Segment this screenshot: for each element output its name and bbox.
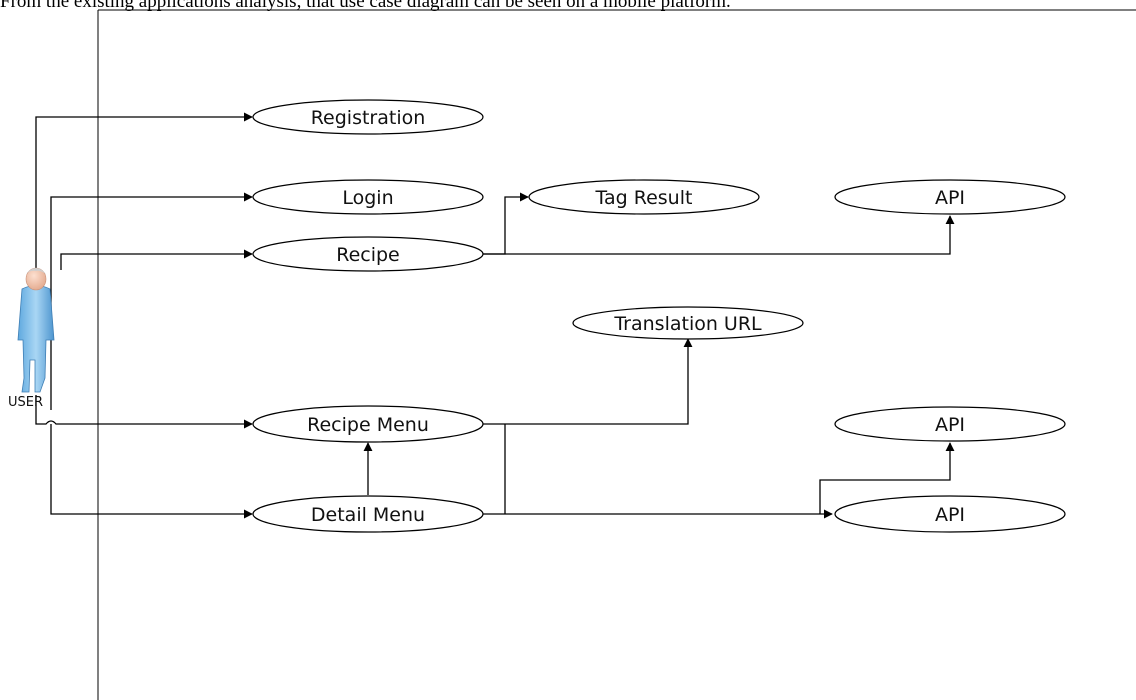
edge-recipe-api-top	[480, 215, 955, 255]
edge-user-login	[50, 192, 253, 410]
edge-user-recipe-menu	[35, 395, 253, 429]
edge-recipe-menu-translation	[480, 338, 693, 425]
use-case-label: Recipe Menu	[307, 414, 429, 436]
use-case-detail-menu: Detail Menu	[252, 495, 484, 533]
actor-label: USER	[8, 395, 43, 410]
use-case-login: Login	[252, 179, 484, 215]
use-case-label: API	[935, 414, 965, 436]
use-case-recipe-menu: Recipe Menu	[252, 405, 484, 443]
person-icon	[17, 267, 55, 393]
edge-recipe-tag-result	[480, 192, 529, 255]
use-case-api-bottom: API	[834, 495, 1066, 533]
connections	[35, 112, 955, 519]
actor-user: USER	[8, 267, 55, 410]
caption-text: From the existing applications analysis,…	[0, 0, 731, 12]
use-case-label: Recipe	[336, 244, 400, 266]
edge-detail-api-middle	[819, 442, 955, 514]
use-case-label: Detail Menu	[311, 504, 425, 526]
use-case-tag-result: Tag Result	[528, 179, 760, 215]
use-case-label: Login	[342, 187, 393, 209]
use-case-label: Tag Result	[595, 187, 693, 209]
edge-user-registration	[35, 112, 253, 268]
use-case-registration: Registration	[252, 99, 484, 135]
edge-user-detail-menu	[50, 424, 253, 519]
diagram-frame	[97, 9, 1136, 700]
use-case-label: API	[935, 187, 965, 209]
edge-user-recipe	[60, 249, 253, 270]
use-case-recipe: Recipe	[252, 236, 484, 272]
use-case-api-middle: API	[834, 406, 1066, 442]
use-case-label: Translation URL	[613, 313, 762, 335]
use-case-api-top: API	[834, 179, 1066, 215]
use-case-label: API	[935, 504, 965, 526]
use-case-label: Registration	[311, 107, 426, 129]
use-case-translation-url: Translation URL	[572, 306, 804, 340]
